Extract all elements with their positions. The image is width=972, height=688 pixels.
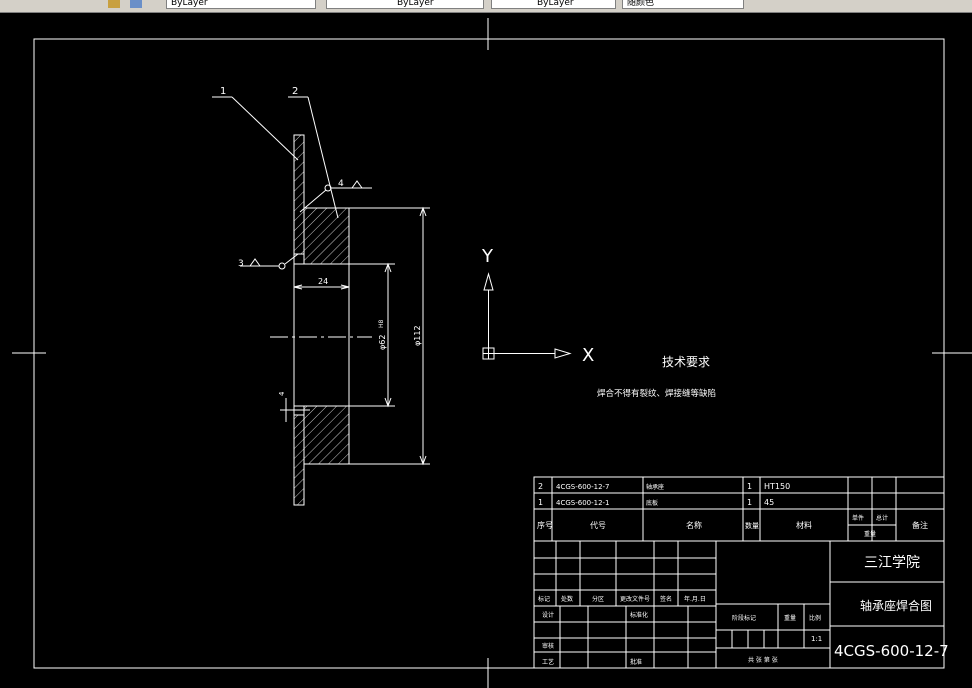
bom-header-total: 总计 <box>876 514 888 522</box>
label-design: 设计 <box>542 611 554 619</box>
model-space-canvas[interactable]: 1 2 3 4 24 φ62 H8 φ112 4 Y X 技术要求 焊合不得有裂… <box>0 12 972 688</box>
dim-inner-tol: H8 <box>378 319 385 328</box>
bom-header-name: 名称 <box>686 520 702 530</box>
bom-name-1: 底板 <box>646 499 658 507</box>
bom-header-num: 序号 <box>537 520 553 530</box>
leader-label-3: 3 <box>238 259 244 269</box>
title-block-text: 2 4CGS-600-12-7 轴承座 1 HT150 1 4CGS-600-1… <box>537 482 949 666</box>
bom-num-1: 1 <box>538 498 543 507</box>
tech-requirements-title: 技术要求 <box>662 355 710 369</box>
linetype-control[interactable]: ByLayer <box>326 0 484 9</box>
school-name: 三江学院 <box>864 555 920 571</box>
lineweight-control[interactable]: ByLayer <box>491 0 616 9</box>
scale-value: 1:1 <box>811 635 822 643</box>
ucs-y-label: Y <box>481 246 494 267</box>
plotstyle-control[interactable]: 随颜色 <box>622 0 744 9</box>
label-review: 审核 <box>542 642 554 650</box>
label-standard: 标准化 <box>630 611 648 619</box>
ucs-x-label: X <box>582 345 594 366</box>
bom-name-2: 轴承座 <box>646 483 664 491</box>
tech-requirements-note: 焊合不得有裂纹、焊接缝等缺陷 <box>597 388 716 399</box>
leader-label-4: 4 <box>338 179 344 189</box>
bom-code-1: 4CGS-600-12-1 <box>556 499 610 507</box>
bom-header-remark: 备注 <box>912 520 928 530</box>
rev-label-sign: 签名 <box>660 595 672 603</box>
bom-header-weight: 重量 <box>864 530 876 538</box>
bom-header-qty: 数量 <box>745 521 759 530</box>
bom-header-unit: 单件 <box>852 514 864 522</box>
label-approve: 批准 <box>630 658 642 666</box>
title-block <box>533 476 945 669</box>
dim-width: 24 <box>318 277 328 286</box>
bom-mat-1: 45 <box>764 498 774 507</box>
rev-label-count: 处数 <box>561 595 573 603</box>
ucs-icon <box>482 272 572 360</box>
properties-toolbar: ByLayer ByLayer ByLayer 随颜色 <box>0 0 972 13</box>
part-drawing[interactable] <box>212 96 430 506</box>
label-process: 工艺 <box>542 658 554 666</box>
bom-qty-1: 1 <box>747 498 752 507</box>
dim-inner-dia: φ62 <box>378 335 387 350</box>
rev-label-date: 年.月.日 <box>684 595 706 603</box>
leader-label-1: 1 <box>220 86 226 97</box>
sheet-info: 共 张 第 张 <box>748 656 778 664</box>
rev-label-mark: 标记 <box>538 595 550 603</box>
rev-label-docno: 更改文件号 <box>620 595 650 603</box>
drawing-code: 4CGS-600-12-7 <box>834 642 949 660</box>
dim-outer-dia: φ112 <box>413 325 422 346</box>
bom-mat-2: HT150 <box>764 482 790 491</box>
color-control[interactable]: ByLayer <box>166 0 316 9</box>
bom-qty-2: 1 <box>747 482 752 491</box>
bom-header-mat: 材料 <box>796 520 812 530</box>
label-scale: 比例 <box>809 614 821 622</box>
rev-label-zone: 分区 <box>592 595 604 603</box>
layer-previous-icon[interactable] <box>130 0 142 8</box>
label-stage: 阶段标记 <box>732 614 756 622</box>
bom-num-2: 2 <box>538 482 543 491</box>
bom-code-2: 4CGS-600-12-7 <box>556 483 610 491</box>
part-labels: 1 2 3 4 24 φ62 H8 φ112 4 <box>220 86 422 396</box>
label-weight: 重量 <box>784 614 796 622</box>
layer-state-icon[interactable] <box>108 0 120 8</box>
bom-header-code: 代号 <box>590 520 606 530</box>
sheet-border <box>12 18 972 688</box>
dim-small: 4 <box>278 391 286 396</box>
drawing-name: 轴承座焊合图 <box>860 598 932 613</box>
leader-label-2: 2 <box>292 86 298 97</box>
